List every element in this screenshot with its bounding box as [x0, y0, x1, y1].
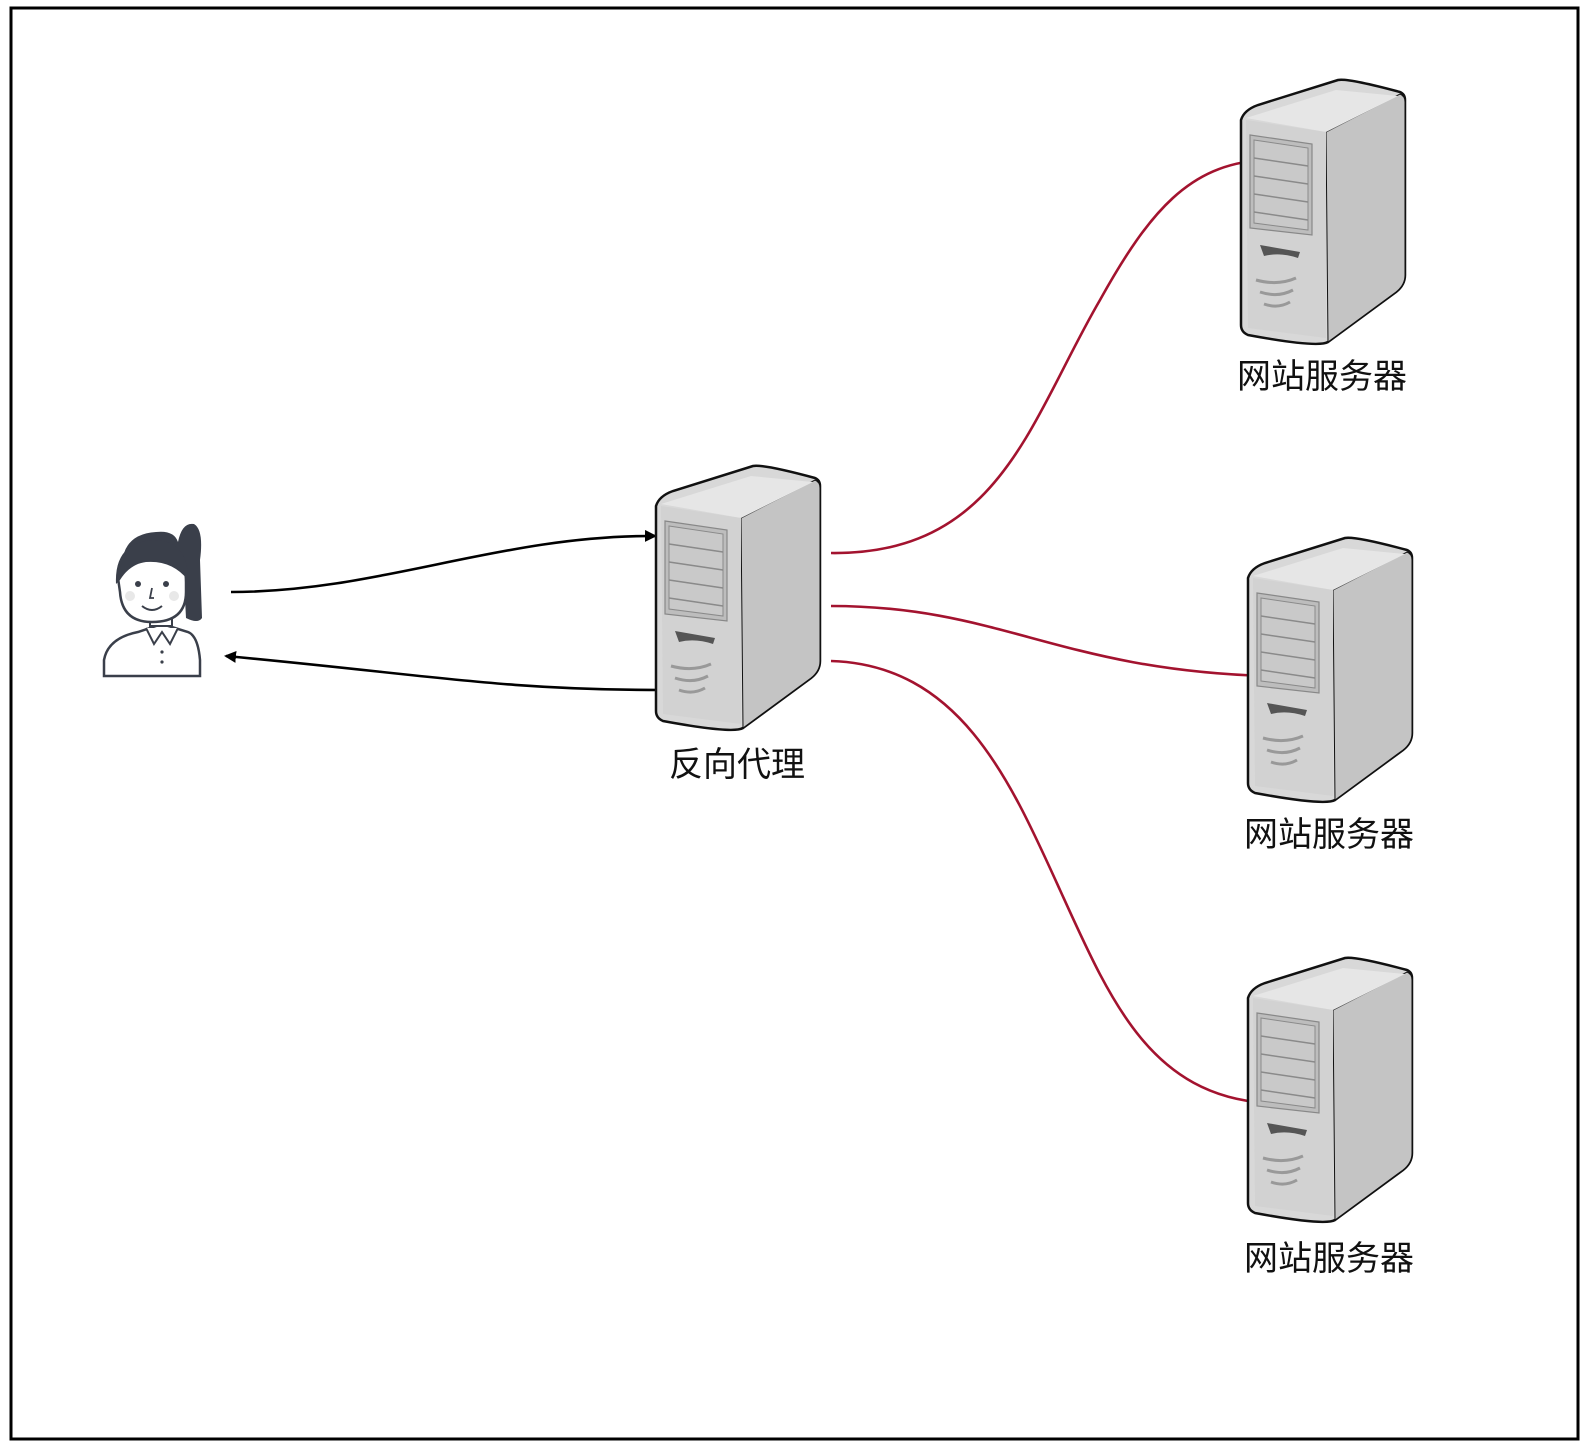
proxy-to-server-2-arrow	[830, 604, 1268, 682]
web-server-1-label: 网站服务器	[1237, 357, 1407, 397]
web-server-1-icon	[1239, 78, 1407, 346]
web-server-2-icon	[1246, 536, 1414, 804]
proxy-to-client-arrow	[224, 650, 664, 692]
web-server-3-label: 网站服务器	[1244, 1239, 1414, 1279]
web-server-3-icon	[1246, 956, 1414, 1224]
proxy-to-server-3-arrow	[830, 659, 1268, 1109]
diagram-frame	[9, 6, 1580, 1441]
user-avatar-icon	[102, 523, 202, 678]
proxy-to-server-1-arrow	[830, 154, 1264, 555]
web-server-2-label: 网站服务器	[1244, 815, 1414, 855]
proxy-label: 反向代理	[669, 745, 805, 785]
proxy-server-icon	[654, 464, 822, 732]
client-to-proxy-arrow	[230, 529, 657, 594]
